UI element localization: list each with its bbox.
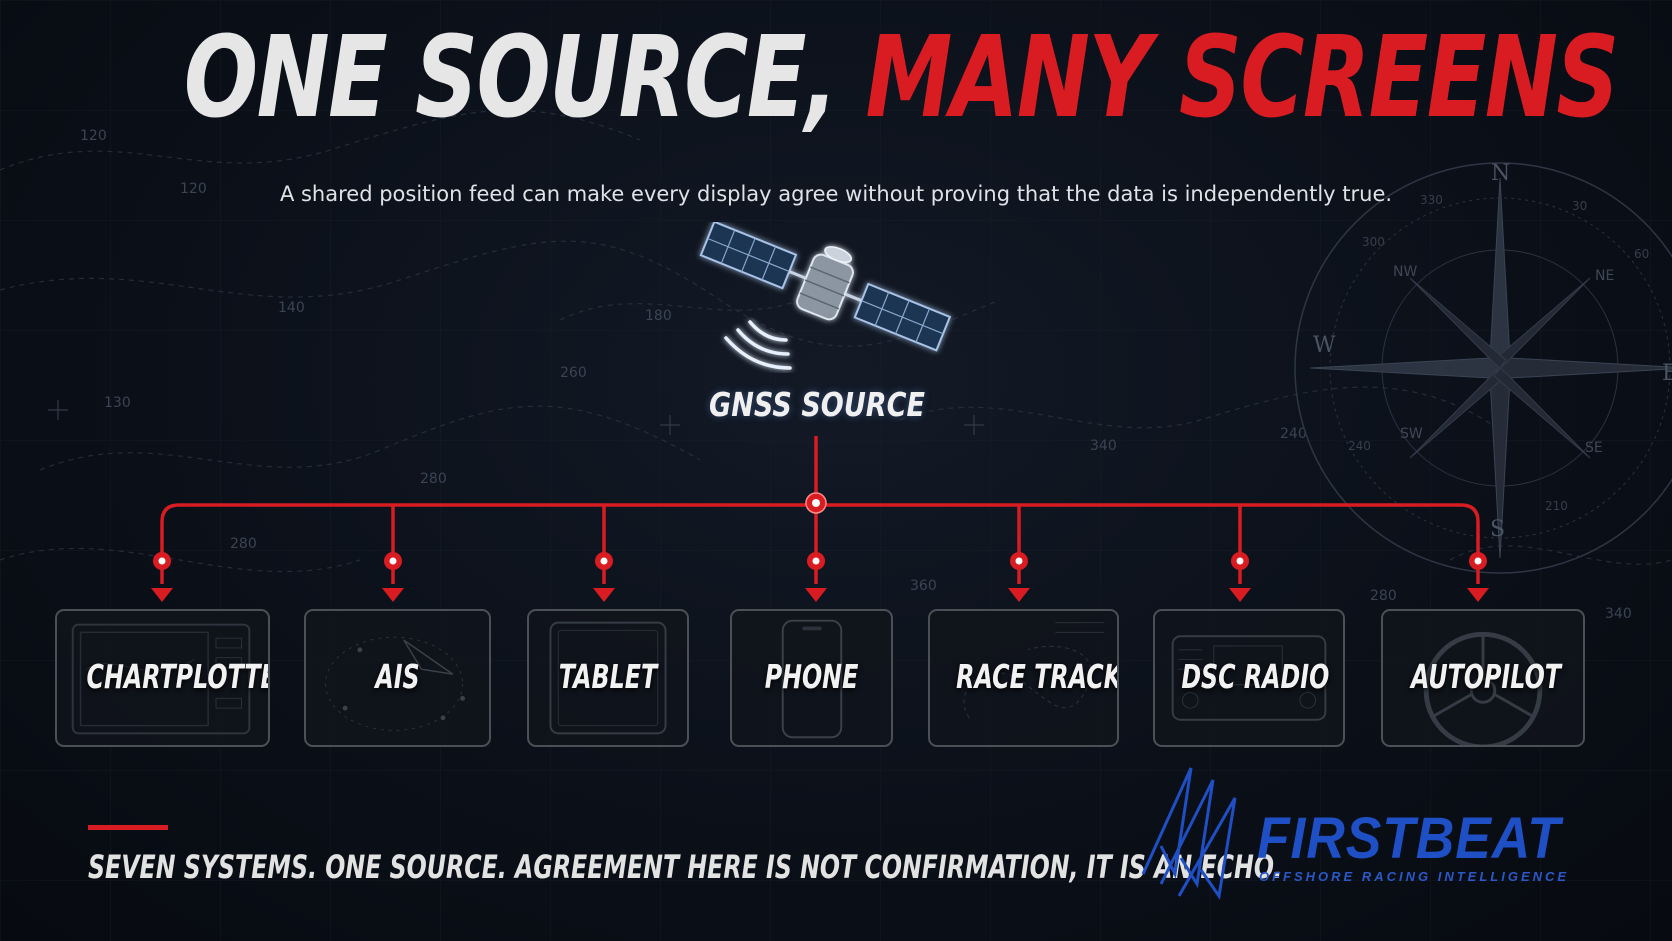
- node-phone[interactable]: PHONE: [730, 609, 893, 747]
- ais-icon: [325, 636, 466, 731]
- compass-label: 30: [1572, 199, 1587, 213]
- depth-label: 130: [104, 395, 131, 411]
- title-white: ONE SOURCE,: [183, 13, 838, 143]
- compass-label: 60: [1634, 247, 1649, 261]
- steering-wheel-icon: [1423, 631, 1543, 745]
- depth-label: 340: [1605, 606, 1632, 622]
- compass-label: E: [1662, 361, 1672, 386]
- phone-icon: [781, 619, 843, 739]
- satellite-icon: [699, 222, 952, 370]
- compass-label: 330: [1420, 193, 1443, 207]
- node-label: CHARTPLOTTER: [86, 657, 268, 696]
- node-label: DSC RADIO: [1181, 657, 1330, 696]
- gnss-source-label: GNSS SOURCE: [709, 385, 925, 424]
- brand-tagline: OFFSHORE RACING INTELLIGENCE: [1259, 869, 1570, 884]
- junction-node: [805, 492, 827, 514]
- compass-label: 240: [1348, 439, 1371, 453]
- node-race-tracker[interactable]: RACE TRACKER: [928, 609, 1119, 747]
- depth-label: 360: [910, 578, 937, 594]
- compass-label: 210: [1545, 499, 1568, 513]
- page-subtitle: A shared position feed can make every di…: [279, 182, 1393, 206]
- compass-label: SW: [1400, 426, 1423, 442]
- title-red: MANY SCREENS: [865, 13, 1619, 143]
- depth-label: 140: [278, 300, 305, 316]
- firstbeat-logo-icon: [1141, 767, 1237, 900]
- brand-name: FIRSTBEAT: [1257, 806, 1561, 871]
- compass-label: NE: [1595, 268, 1614, 284]
- compass-label: SE: [1585, 440, 1603, 456]
- node-label: PHONE: [764, 657, 859, 696]
- compass-label: 300: [1362, 235, 1385, 249]
- node-tablet[interactable]: TABLET: [527, 609, 689, 747]
- depth-label: 340: [1090, 438, 1117, 454]
- node-dsc-radio[interactable]: DSC RADIO: [1153, 609, 1345, 747]
- node-label: RACE TRACKER: [956, 657, 1119, 696]
- compass-label: S: [1490, 517, 1505, 542]
- footer-tagline: SEVEN SYSTEMS. ONE SOURCE. AGREEMENT HER…: [88, 848, 1283, 886]
- depth-label: 280: [230, 536, 257, 552]
- node-autopilot[interactable]: AUTOPILOT: [1381, 609, 1585, 747]
- node-label: AUTOPILOT: [1411, 657, 1561, 696]
- node-label: TABLET: [558, 657, 658, 696]
- compass-label: NW: [1393, 264, 1417, 280]
- depth-label: 260: [560, 365, 587, 381]
- node-ais[interactable]: AIS: [304, 609, 491, 747]
- radio-icon: [1171, 635, 1327, 721]
- compass-rose: N E S W NE SE SW NW 30 60 210 240 300 33…: [1294, 161, 1672, 574]
- race-tracker-icon: [963, 622, 1105, 719]
- tablet-icon: [549, 621, 667, 735]
- depth-label: 120: [80, 128, 107, 144]
- chartplotter-icon: [71, 623, 251, 735]
- depth-label: 280: [420, 471, 447, 487]
- accent-line: [88, 825, 168, 830]
- page-title: ONE SOURCE, MANY SCREENS: [184, 22, 1619, 134]
- node-label: AIS: [375, 657, 420, 696]
- depth-label: 120: [180, 181, 207, 197]
- depth-label: 180: [645, 308, 672, 324]
- depth-label: 240: [1280, 426, 1307, 442]
- compass-label: N: [1491, 161, 1510, 186]
- depth-label: 280: [1370, 588, 1397, 604]
- node-chartplotter[interactable]: CHARTPLOTTER: [55, 609, 270, 747]
- compass-label: W: [1313, 333, 1336, 358]
